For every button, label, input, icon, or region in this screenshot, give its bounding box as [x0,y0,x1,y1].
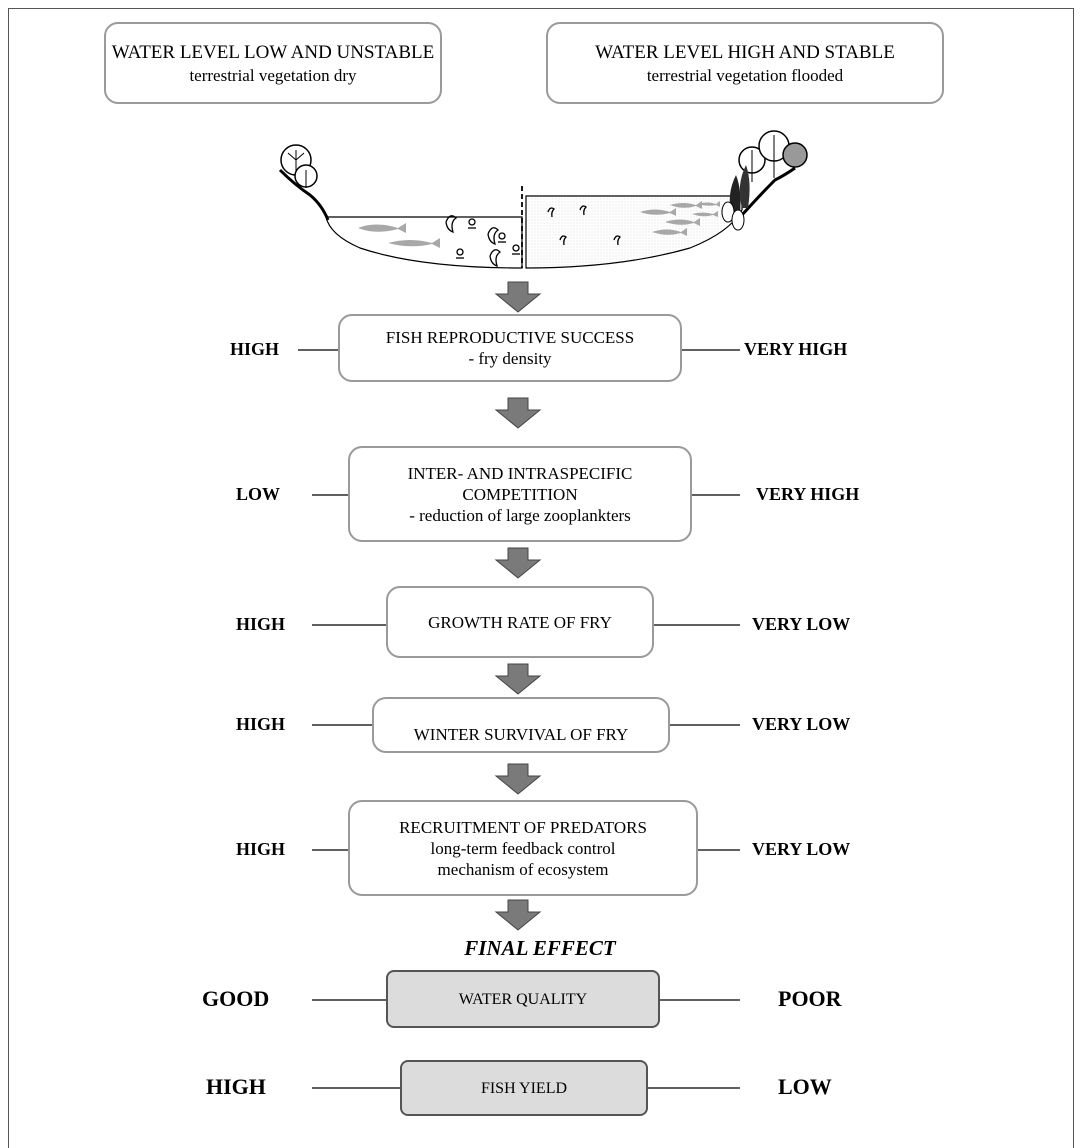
water-level-low-subtitle: terrestrial vegetation dry [189,65,357,85]
water-quality-box: WATER QUALITY [386,970,660,1028]
reproductive-success-low-level: HIGH [230,339,280,359]
recruitment-high-level: VERY LOW [752,839,851,859]
competition-low-level: LOW [236,484,281,504]
step-title: INTER- AND INTRASPECIFIC [407,463,633,483]
figure-frame [8,8,1074,1148]
water-level-low-title: WATER LEVEL LOW AND UNSTABLE [111,41,435,63]
growth-rate-high-level: VERY LOW [752,614,851,634]
water-quality-poor: POOR [778,986,842,1011]
water-level-high-box: WATER LEVEL HIGH AND STABLE terrestrial … [546,22,944,104]
fish-yield-low: LOW [778,1074,832,1099]
water-level-high-title: WATER LEVEL HIGH AND STABLE [595,41,895,63]
fish-yield-high: HIGH [206,1074,266,1099]
winter-survival-high-level: VERY LOW [752,714,851,734]
growth-rate-box: GROWTH RATE OF FRY [386,586,654,658]
zooplankton-icon [445,205,621,268]
water-level-low-box: WATER LEVEL LOW AND UNSTABLE terrestrial… [104,22,442,104]
step-title: FISH REPRODUCTIVE SUCCESS [385,328,635,347]
lake-illustration [278,130,808,269]
reproductive-success-high-level: VERY HIGH [744,339,848,359]
step-title: GROWTH RATE OF FRY [428,612,612,632]
water-level-high-subtitle: terrestrial vegetation flooded [646,65,844,85]
step-title: WINTER SURVIVAL OF FRY [413,725,629,744]
fish-yield-label: FISH YIELD [480,1079,568,1097]
step-detail: - reduction of large zooplankters [409,505,631,525]
competition-high-level: VERY HIGH [756,484,860,504]
final-effect-heading: FINAL EFFECT [464,936,616,960]
step-title-cont: COMPETITION [462,484,578,504]
recruitment-of-predators-box: RECRUITMENT OF PREDATORS long-term feedb… [348,800,698,896]
winter-survival-low-level: HIGH [236,714,286,734]
competition-box: INTER- AND INTRASPECIFIC COMPETITION - r… [348,446,692,542]
water-quality-label: WATER QUALITY [458,990,588,1008]
tree-icon [782,142,808,168]
step-detail-cont: mechanism of ecosystem [437,859,609,879]
step-detail: - fry density [468,349,552,368]
fish-icon [358,223,440,248]
growth-rate-low-level: HIGH [236,614,286,634]
step-detail: long-term feedback control [430,838,616,858]
connector-lines [298,349,740,1089]
winter-survival-box: WINTER SURVIVAL OF FRY [372,697,670,753]
recruitment-low-level: HIGH [236,839,286,859]
fish-icon [640,201,720,236]
water-quality-good: GOOD [202,986,270,1011]
fish-reproductive-success-box: FISH REPRODUCTIVE SUCCESS - fry density [338,314,682,382]
step-title: RECRUITMENT OF PREDATORS [399,817,647,837]
fish-yield-box: FISH YIELD [400,1060,648,1116]
flow-arrows [494,281,542,931]
